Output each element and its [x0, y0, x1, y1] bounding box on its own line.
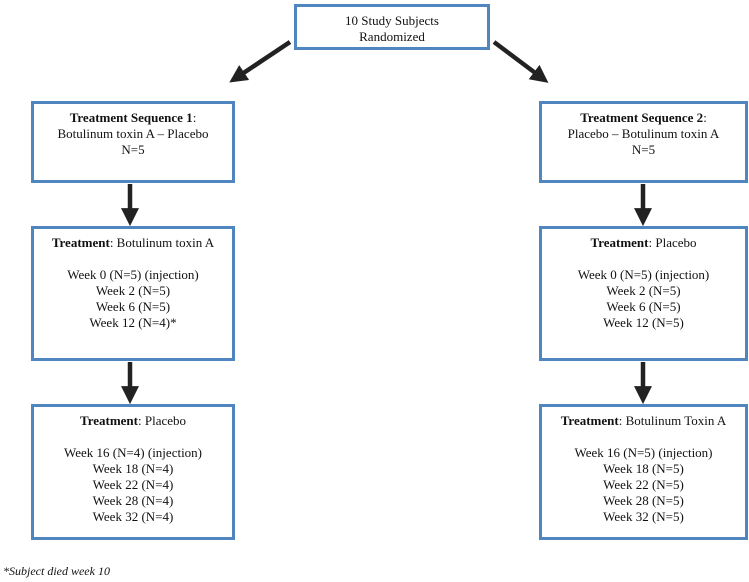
- visit-row: Week 16 (N=5) (injection): [574, 445, 713, 460]
- visit-row: Week 6 (N=5): [95, 299, 171, 314]
- visit-row: Week 28 (N=5): [603, 493, 684, 508]
- visit-row: Week 22 (N=4): [92, 477, 174, 492]
- visit-row: Week 16 (N=4) (injection): [63, 445, 203, 460]
- sequence-2-period-2-label: Treatment: [560, 413, 619, 428]
- visit-row: Week 2 (N=5): [95, 283, 171, 298]
- sequence-1-period-2-value: : Placebo: [137, 413, 186, 428]
- visit-row: Week 12 (N=4)*: [89, 315, 177, 330]
- sequence-2-n: N=5: [631, 142, 656, 157]
- randomization-line-1: 10 Study Subjects: [345, 13, 439, 28]
- visit-row: Week 0 (N=5) (injection): [67, 267, 199, 282]
- footnote: *Subject died week 10: [3, 564, 110, 578]
- arrow-randomize-to-sequence-1: [229, 40, 292, 83]
- sequence-2-title-suffix: :: [703, 110, 707, 125]
- sequence-2-period-2-box: Treatment: Botulinum Toxin A Week 16 (N=…: [539, 404, 748, 540]
- visit-row: Week 0 (N=5) (injection): [577, 267, 710, 282]
- sequence-2-arms: Placebo – Botulinum toxin A: [567, 126, 720, 141]
- sequence-2-title: Treatment Sequence 2: [580, 110, 704, 125]
- visit-row: Week 18 (N=5): [603, 461, 684, 476]
- sequence-1-title: Treatment Sequence 1: [69, 110, 193, 125]
- randomization-line-2: Randomized: [359, 29, 425, 44]
- visit-row: Week 32 (N=5): [603, 509, 684, 524]
- sequence-1-period-1-value: : Botulinum toxin A: [109, 235, 215, 250]
- treatment-sequence-2-box: Treatment Sequence 2: Placebo – Botulinu…: [539, 101, 748, 183]
- visit-row: Week 18 (N=4): [92, 461, 174, 476]
- visit-row: Week 2 (N=5): [606, 283, 681, 298]
- sequence-1-period-1-label: Treatment: [51, 235, 110, 250]
- sequence-1-period-2-label: Treatment: [79, 413, 138, 428]
- visit-row: Week 22 (N=5): [603, 477, 684, 492]
- sequence-2-period-2-value: : Botulinum Toxin A: [618, 413, 727, 428]
- sequence-1-title-suffix: :: [192, 110, 197, 125]
- visit-row: Week 12 (N=5): [603, 315, 684, 330]
- sequence-2-period-1-value: : Placebo: [648, 235, 697, 250]
- visit-row: Week 32 (N=4): [92, 509, 174, 524]
- sequence-2-period-1-box: Treatment: Placebo Week 0 (N=5) (injecti…: [539, 226, 748, 361]
- treatment-sequence-1-box: Treatment Sequence 1: Botulinum toxin A …: [31, 101, 235, 183]
- arrow-randomize-to-sequence-2: [492, 40, 549, 83]
- randomization-box: 10 Study Subjects Randomized: [294, 4, 490, 50]
- sequence-1-period-1-box: Treatment: Botulinum toxin A Week 0 (N=5…: [31, 226, 235, 361]
- sequence-1-arms: Botulinum toxin A – Placebo: [57, 126, 209, 141]
- sequence-2-period-1-label: Treatment: [590, 235, 649, 250]
- visit-row: Week 28 (N=4): [92, 493, 174, 508]
- sequence-1-n: N=5: [121, 142, 145, 157]
- visit-row: Week 6 (N=5): [606, 299, 681, 314]
- sequence-1-period-2-box: Treatment: Placebo Week 16 (N=4) (inject…: [31, 404, 235, 540]
